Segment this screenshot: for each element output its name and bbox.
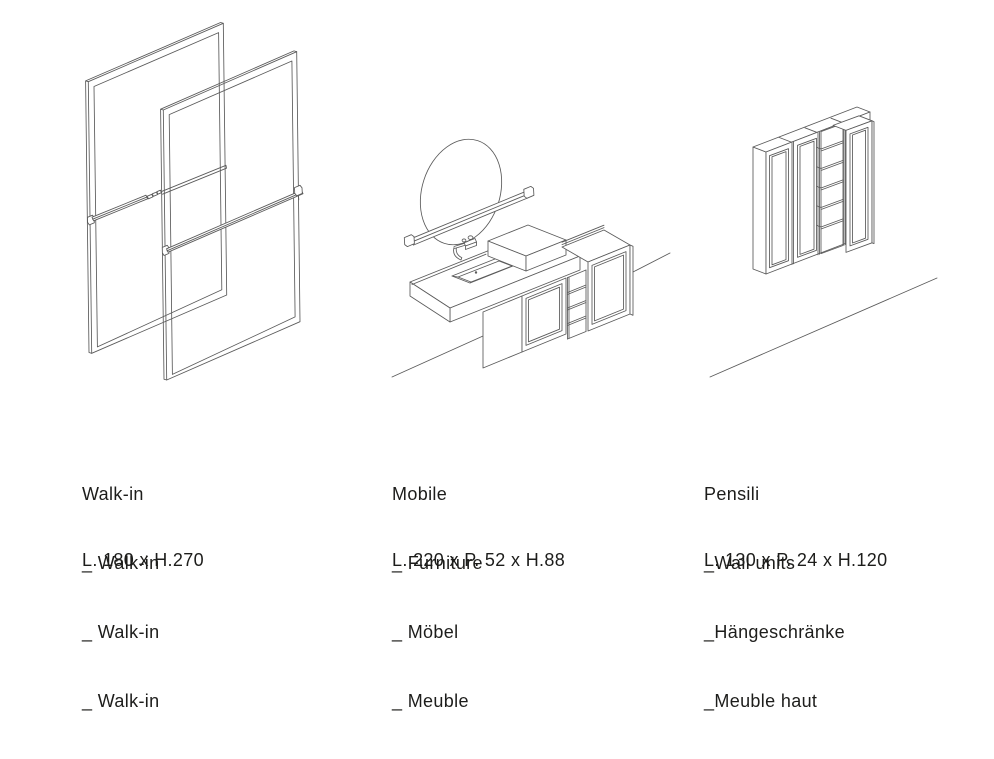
product-dimensions: L. 130 x P. 24 x H.120 (704, 550, 888, 570)
floor-line-left (391, 335, 484, 378)
product-caption-walk-in: Walk-in _ Walk-in _ Walk-in _ Walk-in (82, 437, 160, 759)
product-dimensions: L. 180 x H.270 (82, 550, 204, 570)
product-subtitle: _Hängeschränke (704, 622, 845, 642)
door-unit-4 (832, 115, 875, 253)
product-subtitle: _ Walk-in (82, 691, 160, 711)
wall-unit-row (752, 106, 875, 275)
wall-units-drawing (709, 106, 938, 378)
product-subtitle: _ Walk-in (82, 622, 160, 642)
product-title: Mobile (392, 484, 448, 504)
open-shelf-unit (816, 123, 844, 255)
product-subtitle: _ Meuble (392, 691, 469, 711)
product-title: Pensili (704, 484, 760, 504)
product-dimensions: L. 220 x P. 52 x H.88 (392, 550, 566, 570)
product-subtitle: _Meuble haut (704, 691, 818, 711)
catalog-page: Walk-in _ Walk-in _ Walk-in _ Walk-in L.… (60, 10, 980, 711)
wall-cabinet-right (561, 224, 634, 332)
light-bar (403, 185, 535, 248)
base-cabinet-left (482, 277, 567, 369)
floor-line-right (632, 252, 671, 273)
faucet (453, 235, 477, 261)
wall-units-illustration (700, 90, 980, 400)
product-caption-mobile: Mobile _ Furniture _ Möbel _ Meuble (392, 437, 483, 759)
product-subtitle: _Wall units (704, 553, 796, 573)
vanity-drawing (391, 138, 671, 378)
towel-bar-right (161, 184, 304, 256)
counter-raised-box (487, 224, 567, 272)
walk-in-illustration (60, 10, 340, 400)
product-subtitle: _ Walk-in (82, 553, 160, 573)
glass-panel-left (85, 22, 228, 354)
floor-line (709, 277, 938, 378)
vanity-illustration (390, 120, 690, 400)
product-caption-pensili: Pensili _Wall units _Hängeschränke _Meub… (704, 437, 845, 759)
open-shelves (567, 269, 587, 340)
glass-panel-right (160, 50, 301, 381)
walk-in-drawing (85, 22, 304, 381)
product-title: Walk-in (82, 484, 144, 504)
towel-bar-left (87, 164, 227, 226)
product-subtitle: _ Möbel (392, 622, 459, 642)
product-subtitle: _ Furniture (392, 553, 483, 573)
